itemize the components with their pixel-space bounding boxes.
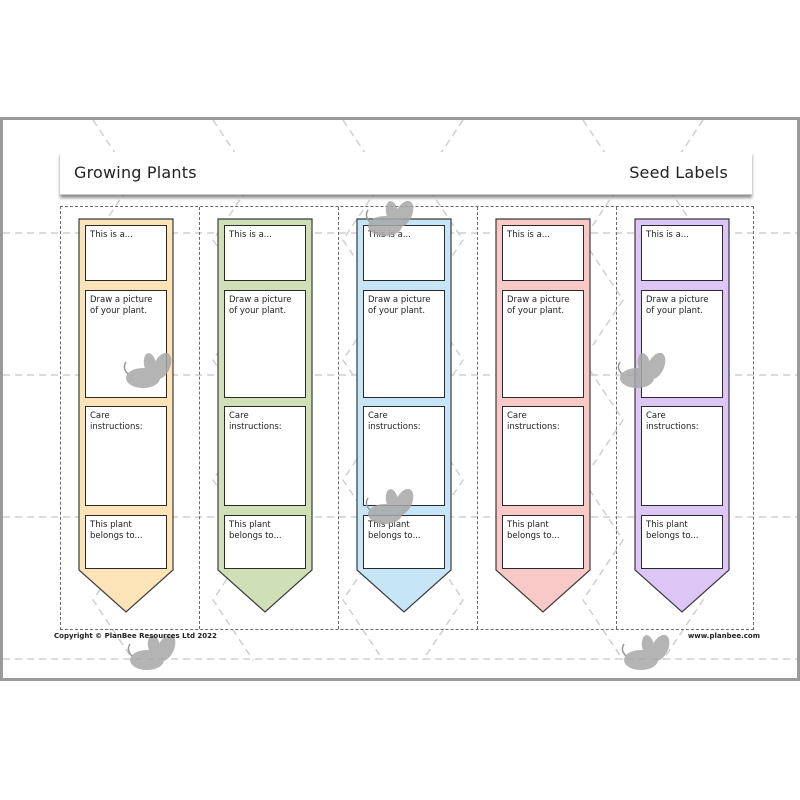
label-box-text: Care instructions: xyxy=(646,411,699,432)
label-box-care[interactable]: Care instructions: xyxy=(363,406,445,506)
label-box-picture[interactable]: Draw a picture of your plant. xyxy=(502,290,584,398)
label-box-text: Draw a picture of your plant. xyxy=(229,295,292,316)
label-box-text: This plant belongs to... xyxy=(368,520,421,541)
label-box-text: This plant belongs to... xyxy=(229,520,282,541)
label-box-text: Draw a picture of your plant. xyxy=(507,295,570,316)
label-box-picture[interactable]: Draw a picture of your plant. xyxy=(85,290,167,398)
cut-line xyxy=(199,207,200,629)
label-box-name[interactable]: This is a... xyxy=(363,225,445,281)
label-box-text: Care instructions: xyxy=(368,411,421,432)
cut-line xyxy=(338,207,339,629)
header-left-title: Growing Plants xyxy=(74,163,197,182)
label-box-picture[interactable]: Draw a picture of your plant. xyxy=(224,290,306,398)
label-box-care[interactable]: Care instructions: xyxy=(502,406,584,506)
label-box-owner[interactable]: This plant belongs to... xyxy=(641,515,723,569)
label-box-owner[interactable]: This plant belongs to... xyxy=(502,515,584,569)
label-box-owner[interactable]: This plant belongs to... xyxy=(224,515,306,569)
worksheet-header: Growing Plants Seed Labels xyxy=(60,152,752,195)
label-box-text: This plant belongs to... xyxy=(90,520,143,541)
label-box-text: Care instructions: xyxy=(507,411,560,432)
label-box-name[interactable]: This is a... xyxy=(85,225,167,281)
label-box-text: This is a... xyxy=(507,230,550,240)
label-box-picture[interactable]: Draw a picture of your plant. xyxy=(363,290,445,398)
label-box-text: This plant belongs to... xyxy=(646,520,699,541)
label-box-text: This is a... xyxy=(229,230,272,240)
label-box-name[interactable]: This is a... xyxy=(502,225,584,281)
label-box-care[interactable]: Care instructions: xyxy=(224,406,306,506)
label-box-care[interactable]: Care instructions: xyxy=(641,406,723,506)
seed-label-5: This is a... Draw a picture of your plant… xyxy=(634,218,730,614)
label-box-picture[interactable]: Draw a picture of your plant. xyxy=(641,290,723,398)
label-box-text: Draw a picture of your plant. xyxy=(90,295,153,316)
label-box-text: This is a... xyxy=(90,230,133,240)
header-right-title: Seed Labels xyxy=(629,163,728,182)
cut-line xyxy=(477,207,478,629)
label-box-text: This is a... xyxy=(646,230,689,240)
label-box-name[interactable]: This is a... xyxy=(641,225,723,281)
website-text: www.planbee.com xyxy=(687,632,760,640)
label-box-text: Care instructions: xyxy=(229,411,282,432)
label-box-owner[interactable]: This plant belongs to... xyxy=(363,515,445,569)
label-box-owner[interactable]: This plant belongs to... xyxy=(85,515,167,569)
label-box-text: Draw a picture of your plant. xyxy=(368,295,431,316)
cut-line xyxy=(616,207,617,629)
seed-label-4: This is a... Draw a picture of your plant… xyxy=(495,218,591,614)
label-box-text: This is a... xyxy=(368,230,411,240)
label-box-text: Care instructions: xyxy=(90,411,143,432)
copyright-text: Copyright © PlanBee Resources Ltd 2022 xyxy=(54,632,217,640)
label-box-text: Draw a picture of your plant. xyxy=(646,295,709,316)
label-box-text: This plant belongs to... xyxy=(507,520,560,541)
seed-label-1: This is a... Draw a picture of your plant… xyxy=(78,218,174,614)
seed-label-2: This is a... Draw a picture of your plant… xyxy=(217,218,313,614)
label-box-care[interactable]: Care instructions: xyxy=(85,406,167,506)
label-box-name[interactable]: This is a... xyxy=(224,225,306,281)
seed-label-3: This is a... Draw a picture of your plant… xyxy=(356,218,452,614)
